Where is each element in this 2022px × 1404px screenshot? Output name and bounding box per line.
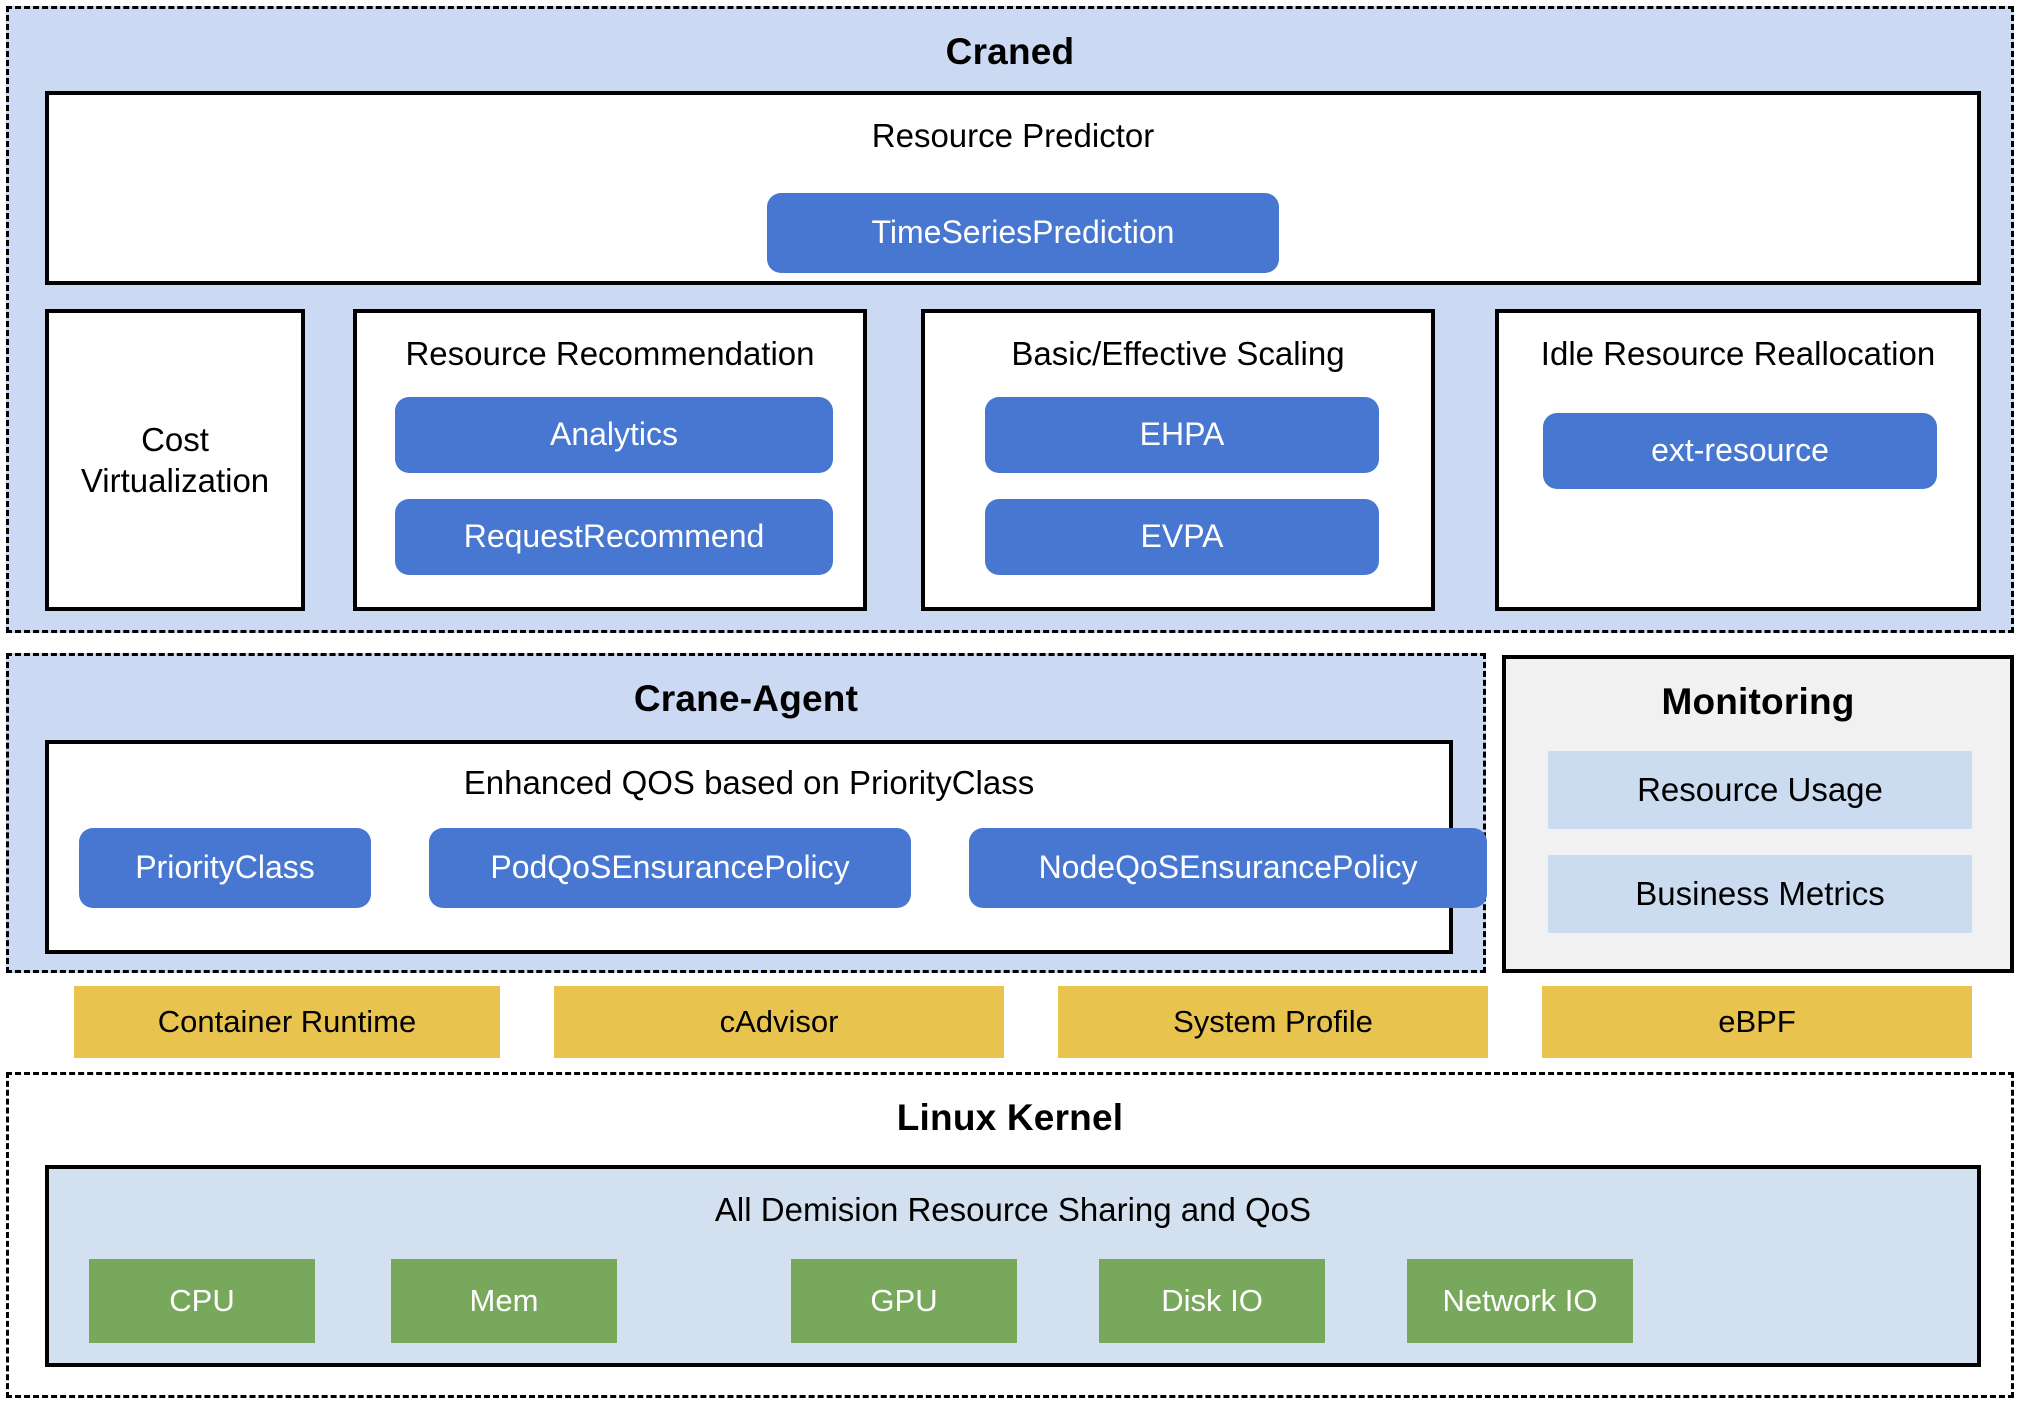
- kernel-resource-gpu[interactable]: GPU: [791, 1259, 1017, 1343]
- monitoring-item-resource-usage[interactable]: Resource Usage: [1548, 751, 1972, 829]
- basic-effective-scaling-title: Basic/Effective Scaling: [1011, 335, 1345, 372]
- enhanced-qos-title: Enhanced QOS based on PriorityClass: [463, 764, 1035, 801]
- middleware-system-profile[interactable]: System Profile: [1058, 986, 1488, 1058]
- kernel-resource-cpu[interactable]: CPU: [89, 1259, 315, 1343]
- analytics-node[interactable]: Analytics: [395, 397, 833, 473]
- cost-virtualization-line1: Cost: [141, 420, 209, 458]
- monitoring-panel: Monitoring Resource Usage Business Metri…: [1502, 655, 2014, 973]
- linux-kernel-title: Linux Kernel: [896, 1097, 1124, 1138]
- evpa-node[interactable]: EVPA: [985, 499, 1379, 575]
- cost-virtualization-line2: Virtualization: [80, 462, 270, 499]
- cost-virtualization-label: Cost Virtualization: [81, 419, 269, 502]
- kernel-resource-mem[interactable]: Mem: [391, 1259, 617, 1343]
- resource-recommendation-panel: Resource Recommendation Analytics Reques…: [353, 309, 867, 611]
- craned-zone: Craned Resource Predictor TimeSeriesPred…: [6, 6, 2014, 633]
- nodeqosensurancepolicy-node[interactable]: NodeQoSEnsurancePolicy: [969, 828, 1487, 908]
- monitoring-item-business-metrics[interactable]: Business Metrics: [1548, 855, 1972, 933]
- ehpa-node[interactable]: EHPA: [985, 397, 1379, 473]
- basic-effective-scaling-panel: Basic/Effective Scaling EHPA EVPA: [921, 309, 1435, 611]
- idle-resource-reallocation-title: Idle Resource Reallocation: [1540, 335, 1936, 372]
- priorityclass-node[interactable]: PriorityClass: [79, 828, 371, 908]
- crane-agent-title: Crane-Agent: [633, 678, 859, 719]
- kernel-resource-sharing-panel: All Demision Resource Sharing and QoS CP…: [45, 1165, 1981, 1367]
- podqosensurancepolicy-node[interactable]: PodQoSEnsurancePolicy: [429, 828, 911, 908]
- kernel-resource-sharing-label: All Demision Resource Sharing and QoS: [714, 1191, 1312, 1228]
- requestrecommend-node[interactable]: RequestRecommend: [395, 499, 833, 575]
- middleware-cadvisor[interactable]: cAdvisor: [554, 986, 1004, 1058]
- ext-resource-node[interactable]: ext-resource: [1543, 413, 1937, 489]
- cost-virtualization-box: Cost Virtualization: [45, 309, 305, 611]
- resource-recommendation-title: Resource Recommendation: [405, 335, 815, 372]
- enhanced-qos-panel: Enhanced QOS based on PriorityClass Prio…: [45, 740, 1487, 954]
- middleware-ebpf[interactable]: eBPF: [1542, 986, 1972, 1058]
- resource-predictor-panel: Resource Predictor TimeSeriesPrediction: [45, 91, 1981, 285]
- middleware-container-runtime[interactable]: Container Runtime: [74, 986, 500, 1058]
- kernel-resource-disk-io[interactable]: Disk IO: [1099, 1259, 1325, 1343]
- timeseriesprediction-node[interactable]: TimeSeriesPrediction: [767, 193, 1279, 273]
- kernel-resource-network-io[interactable]: Network IO: [1407, 1259, 1633, 1343]
- monitoring-title: Monitoring: [1661, 681, 1855, 722]
- crane-agent-zone: Crane-Agent Enhanced QOS based on Priori…: [6, 653, 1487, 973]
- craned-title: Craned: [945, 31, 1075, 72]
- idle-resource-reallocation-panel: Idle Resource Reallocation ext-resource: [1495, 309, 1981, 611]
- resource-predictor-title: Resource Predictor: [871, 117, 1155, 154]
- linux-kernel-zone: Linux Kernel All Demision Resource Shari…: [6, 1072, 2014, 1398]
